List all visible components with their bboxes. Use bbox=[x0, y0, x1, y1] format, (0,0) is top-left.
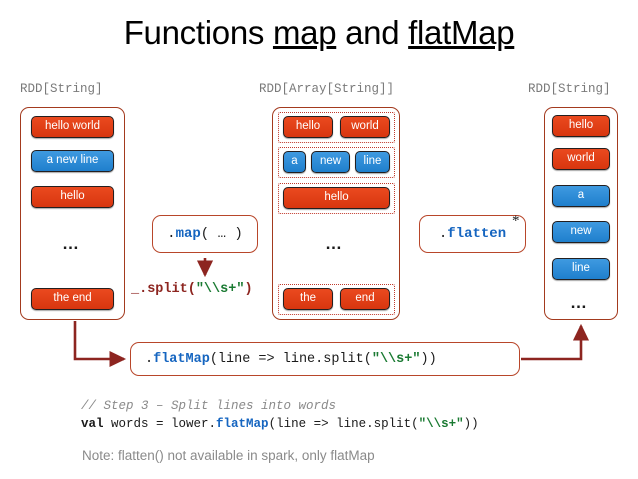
list-item-ellipsis: … bbox=[325, 234, 343, 253]
code-comment-line: // Step 3 – Split lines into words bbox=[81, 399, 337, 413]
split-keyword: split bbox=[147, 282, 188, 297]
code-flatmap-open: (line => line.split( bbox=[268, 417, 419, 431]
flatten-dot: . bbox=[438, 226, 448, 242]
code-val-keyword: val bbox=[81, 417, 104, 431]
flatmap-string-literal: "\\s+" bbox=[371, 351, 421, 367]
split-open-paren: ( bbox=[187, 282, 196, 297]
page-title: Functions map and flatMap bbox=[0, 14, 638, 52]
list-item[interactable]: new bbox=[552, 221, 610, 243]
flatten-keyword: flatten bbox=[447, 226, 507, 242]
list-item[interactable]: the end bbox=[31, 288, 114, 310]
list-item[interactable]: a bbox=[283, 151, 306, 173]
list-item[interactable]: world bbox=[552, 148, 610, 170]
title-middle: and bbox=[336, 14, 409, 51]
split-prefix: _. bbox=[131, 282, 148, 297]
list-item[interactable]: new bbox=[311, 151, 350, 173]
left-to-flatmap-arrow bbox=[73, 321, 127, 368]
flatten-operation-bubble[interactable]: .flatten bbox=[419, 215, 526, 253]
split-close-paren: ) bbox=[244, 282, 253, 297]
column-header-left: RDD[String] bbox=[20, 82, 103, 96]
list-item[interactable]: hello bbox=[283, 116, 333, 138]
rdd-container-right bbox=[544, 107, 618, 320]
title-prefix: Functions bbox=[123, 14, 273, 51]
list-item[interactable]: a bbox=[552, 185, 610, 207]
flatmap-operation-bubble[interactable]: .flatMap(line => line.split("\\s+")) bbox=[130, 342, 520, 376]
code-flatmap-close: )) bbox=[463, 417, 479, 431]
column-header-right: RDD[String] bbox=[528, 82, 611, 96]
list-item[interactable]: end bbox=[340, 288, 390, 310]
array-group bbox=[278, 112, 395, 143]
footnote-note: Note: flatten() not available in spark, … bbox=[82, 448, 375, 463]
rdd-container-left bbox=[20, 107, 125, 320]
flatten-footnote-asterisk: * bbox=[512, 213, 520, 229]
array-group bbox=[278, 284, 395, 315]
map-args: ( … ) bbox=[200, 226, 243, 242]
list-item[interactable]: the bbox=[283, 288, 333, 310]
array-group bbox=[278, 183, 395, 214]
title-word-flatmap: flatMap bbox=[408, 14, 515, 51]
list-item[interactable]: hello bbox=[283, 187, 390, 209]
list-item-ellipsis: … bbox=[570, 293, 588, 312]
list-item[interactable]: hello bbox=[552, 115, 610, 137]
list-item[interactable]: line bbox=[552, 258, 610, 280]
split-expression: _.split("\\s+") bbox=[131, 282, 253, 297]
flatmap-keyword: flatMap bbox=[153, 351, 210, 367]
flatmap-open: (line => line.split( bbox=[209, 351, 372, 367]
list-item[interactable]: world bbox=[340, 116, 390, 138]
list-item[interactable]: hello world bbox=[31, 116, 114, 138]
map-operation-bubble[interactable]: .map( … ) bbox=[152, 215, 258, 253]
flatmap-dot: . bbox=[145, 351, 154, 367]
split-string-literal: "\\s+" bbox=[195, 282, 245, 297]
code-flatmap-keyword: flatMap bbox=[216, 417, 269, 431]
list-item[interactable]: line bbox=[355, 151, 390, 173]
list-item[interactable]: hello bbox=[31, 186, 114, 208]
array-group bbox=[278, 147, 395, 178]
list-item[interactable]: a new line bbox=[31, 150, 114, 172]
code-var-name: words = lower. bbox=[103, 417, 217, 431]
code-flatmap-string: "\\s+" bbox=[418, 417, 464, 431]
list-item-ellipsis: … bbox=[62, 234, 80, 253]
title-word-map: map bbox=[272, 14, 337, 51]
code-val-line: val words = lower.flatMap(line => line.s… bbox=[81, 417, 479, 431]
flatmap-to-right-arrow bbox=[521, 323, 590, 361]
flatmap-close: )) bbox=[420, 351, 437, 367]
map-keyword: map bbox=[175, 226, 201, 242]
map-dot: . bbox=[167, 226, 176, 242]
column-header-middle: RDD[Array[String]] bbox=[259, 82, 395, 96]
